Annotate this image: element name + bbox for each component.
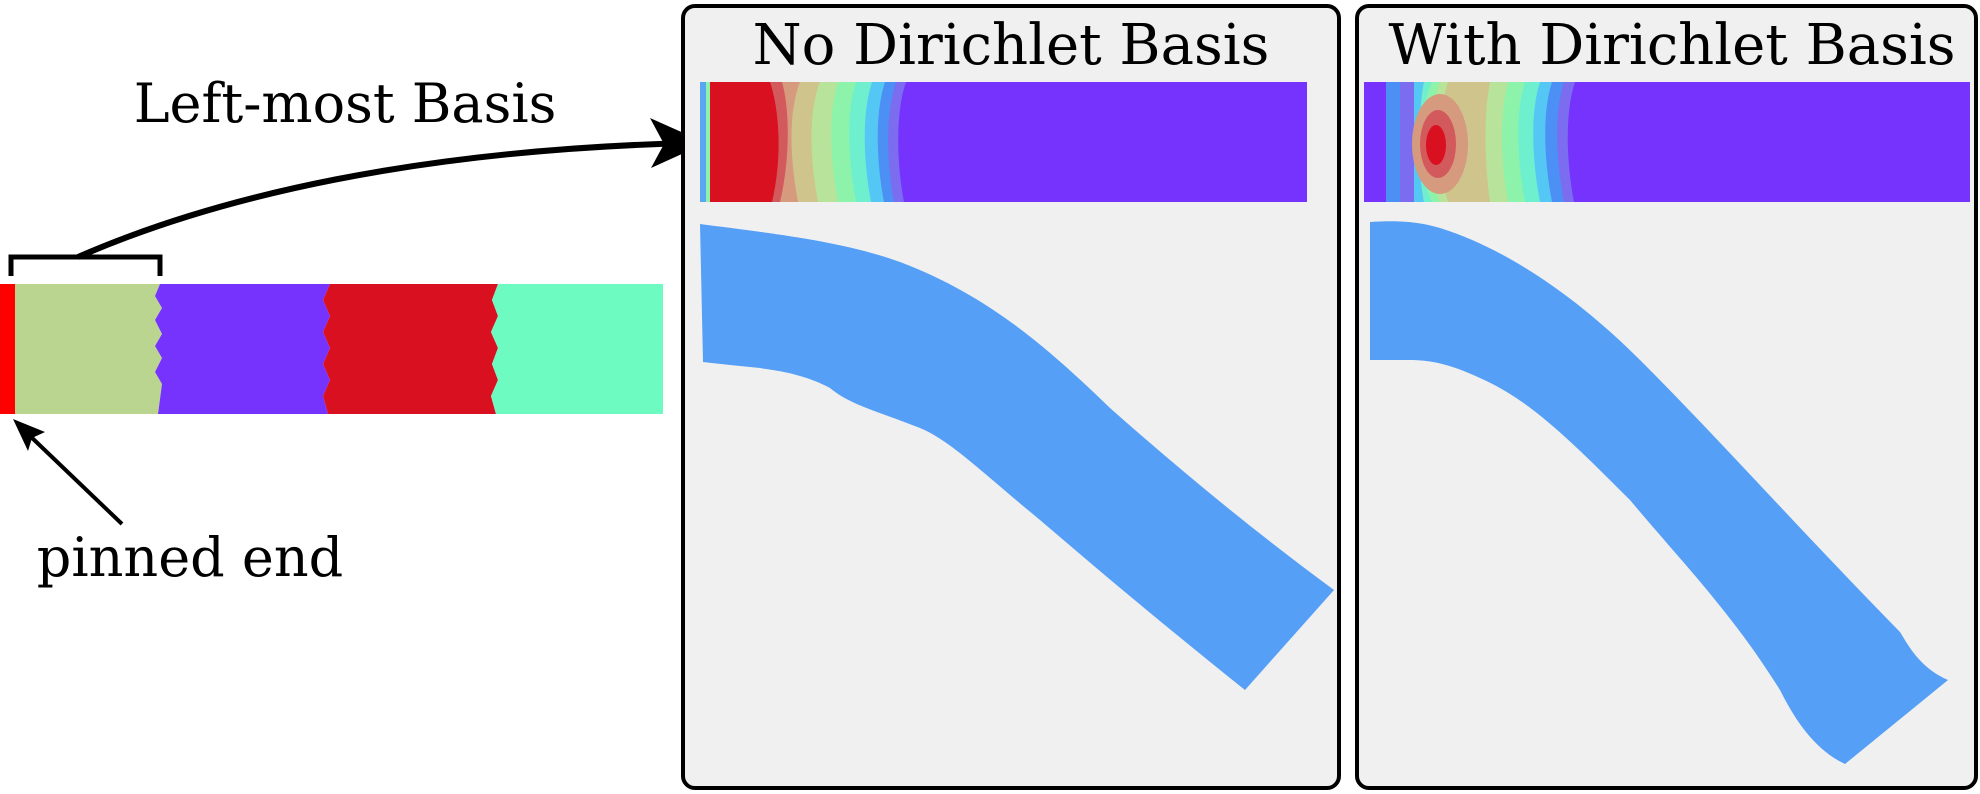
pinned-end-arrowhead <box>13 419 45 451</box>
basis-heatmap <box>1364 82 1970 202</box>
deformed-beam <box>1370 221 1948 764</box>
beam-segment-aqua <box>491 284 663 414</box>
panel-with-dirichlet: With Dirichlet Basis <box>1355 4 1978 790</box>
panel-title: With Dirichlet Basis <box>1388 13 1955 78</box>
basis-arrow <box>76 140 691 260</box>
basis-bracket <box>8 254 163 276</box>
segmented-beam <box>0 284 663 414</box>
beam-segment-violet <box>155 284 330 414</box>
beam-segment-red <box>323 284 498 414</box>
pinned-end-label: pinned end <box>37 526 343 589</box>
leftmost-basis-label: Left-most Basis <box>134 72 557 135</box>
beam-segment-green <box>14 284 162 414</box>
basis-heatmap <box>700 82 1307 202</box>
panel-title: No Dirichlet Basis <box>753 13 1270 78</box>
basis-arrowhead <box>650 118 706 168</box>
heat-peak-core <box>1426 125 1446 165</box>
pinned-end-marker <box>0 284 15 414</box>
deformed-beam <box>700 224 1334 690</box>
panel-no-dirichlet: No Dirichlet Basis <box>681 4 1341 790</box>
pinned-end-arrow-line <box>26 432 124 526</box>
